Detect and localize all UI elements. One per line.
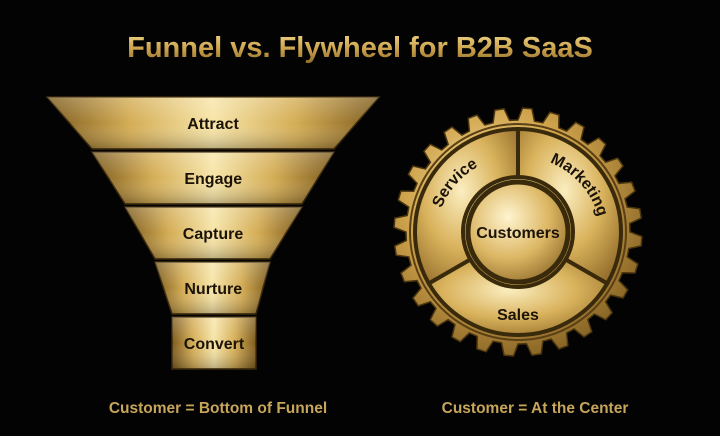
flywheel-segment-service [413,126,520,287]
funnel-stage-attract: Attract [45,96,381,150]
funnel-stage-label: Engage [184,171,242,188]
flywheel-segment-sales [426,256,610,337]
center-label: Customers [476,225,560,242]
funnel-caption: Customer = Bottom of Funnel [108,400,328,417]
flywheel-center [465,179,571,285]
funnel-stage-label: Convert [184,336,245,353]
flywheel-caption: Customer = At the Center [441,400,629,417]
funnel-stage-label: Capture [183,226,244,243]
funnel-stage-convert: Convert [171,316,257,370]
flywheel-diagram: Customers Service Marketing Sales [393,107,643,357]
page-title: Funnel vs. Flywheel for B2B SaaS [127,32,593,64]
gear-rim [409,123,627,341]
funnel-stage-engage: Engage [90,151,336,205]
flywheel-segment-marketing [516,126,623,287]
segment-label-sales: Sales [497,307,539,324]
funnel-stage-label: Nurture [184,281,242,298]
funnel-stage-nurture: Nurture [153,261,271,315]
funnel-stage-label: Attract [187,116,239,133]
funnel-stage-capture: Capture [123,206,304,260]
